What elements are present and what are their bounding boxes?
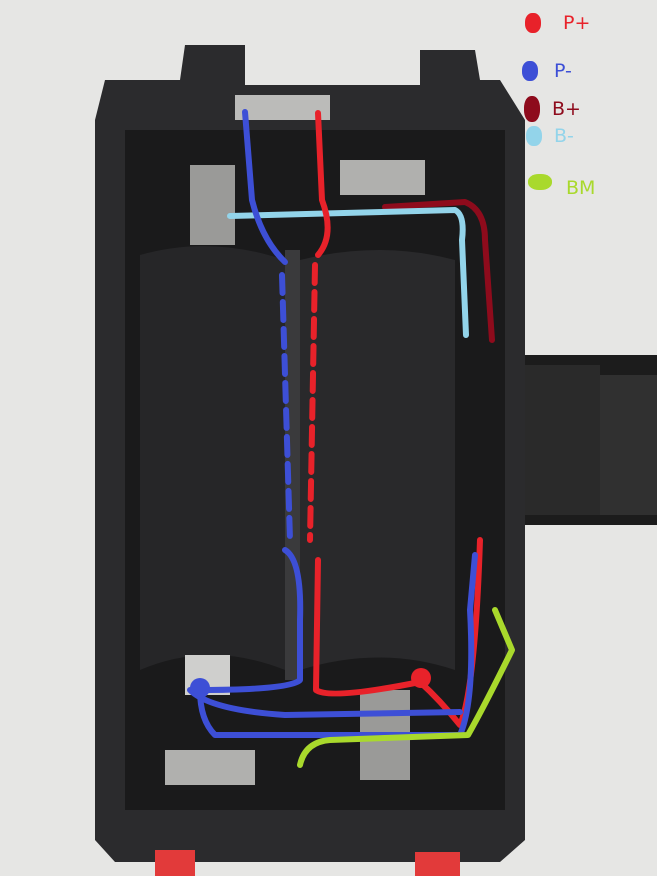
legend-swatch-icon [525, 13, 541, 33]
wire-bm [297, 607, 515, 768]
legend-label: B+ [552, 98, 581, 120]
legend-item-bm: BM [528, 165, 595, 199]
legend-item-p-plus: P+ [525, 12, 590, 34]
legend-item-b-minus: B- [526, 125, 574, 147]
solder-point-p-plus [411, 668, 431, 688]
wire-p-plus-dashed [307, 262, 318, 543]
battery-bay-left [140, 246, 285, 670]
legend-label: P+ [563, 12, 591, 34]
battery-bay-right [300, 250, 455, 670]
wire-p-minus-dashed [279, 272, 293, 543]
legend-label: B- [554, 125, 574, 147]
solder-point-p-minus [190, 678, 210, 698]
legend-item-p-minus: P- [522, 60, 572, 82]
legend-swatch-icon [524, 96, 540, 122]
legend-label: BM [566, 177, 596, 199]
wire-p-plus-bottom [313, 537, 483, 728]
wire-p-minus-top [242, 109, 288, 265]
legend-swatch-icon [522, 61, 538, 81]
contact-plate [340, 160, 425, 195]
wire-p-plus-top [315, 110, 331, 258]
contact-plate [165, 750, 255, 785]
spring-contact [190, 165, 235, 245]
wire-b-plus [382, 199, 495, 343]
legend-swatch-icon [526, 126, 542, 146]
wire-b-minus [227, 207, 469, 338]
legend-label: P- [554, 60, 572, 82]
legend-swatch-icon [528, 174, 552, 190]
legend-item-b-plus: B+ [524, 96, 581, 122]
